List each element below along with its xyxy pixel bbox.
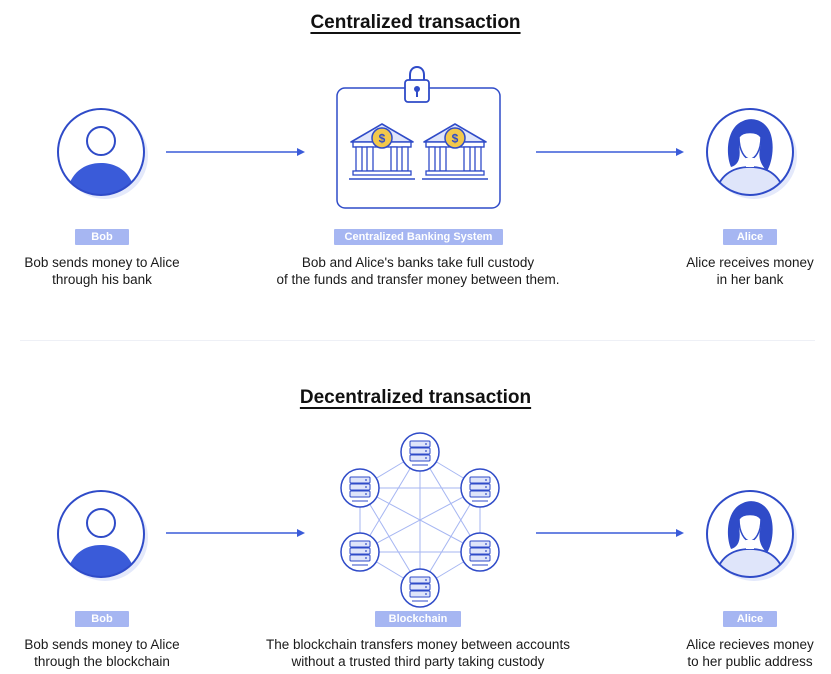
server-node-icon: [340, 532, 380, 572]
bank-dollar-symbol: $: [379, 132, 386, 146]
bank-icon: $: [349, 123, 415, 180]
lock-icon: [404, 65, 430, 103]
person-bob-icon: [57, 108, 148, 199]
server-node-icon: [400, 432, 440, 472]
server-node-icon: [460, 468, 500, 508]
bank-dollar-symbol: $: [452, 132, 459, 146]
server-node-icon: [400, 568, 440, 608]
person-alice-icon: [706, 108, 797, 199]
section-divider: [20, 340, 815, 341]
bob-label: Bob: [75, 229, 129, 245]
alice-label: Alice: [723, 229, 777, 245]
bank-icon: $: [422, 123, 488, 180]
bob-label: Bob: [75, 611, 129, 627]
server-node-icon: [460, 532, 500, 572]
server-node-icon: [340, 468, 380, 508]
network-link: [359, 487, 481, 553]
decentralized-title: Decentralized transaction: [299, 387, 532, 408]
blockchain-description: The blockchain transfers money between a…: [266, 637, 570, 669]
arrow-right-icon: [166, 529, 305, 537]
blockchain-network: [340, 432, 500, 608]
person-bob-icon: [57, 490, 148, 581]
arrow-right-icon: [536, 529, 684, 537]
arrow-right-icon: [166, 148, 305, 156]
person-alice-icon: [706, 490, 797, 581]
centralized-banking-label: Centralized Banking System: [334, 229, 503, 245]
centralized-title: Centralized transaction: [310, 12, 521, 33]
blockchain-label: Blockchain: [375, 611, 461, 627]
alice-label: Alice: [723, 611, 777, 627]
arrow-right-icon: [536, 148, 684, 156]
